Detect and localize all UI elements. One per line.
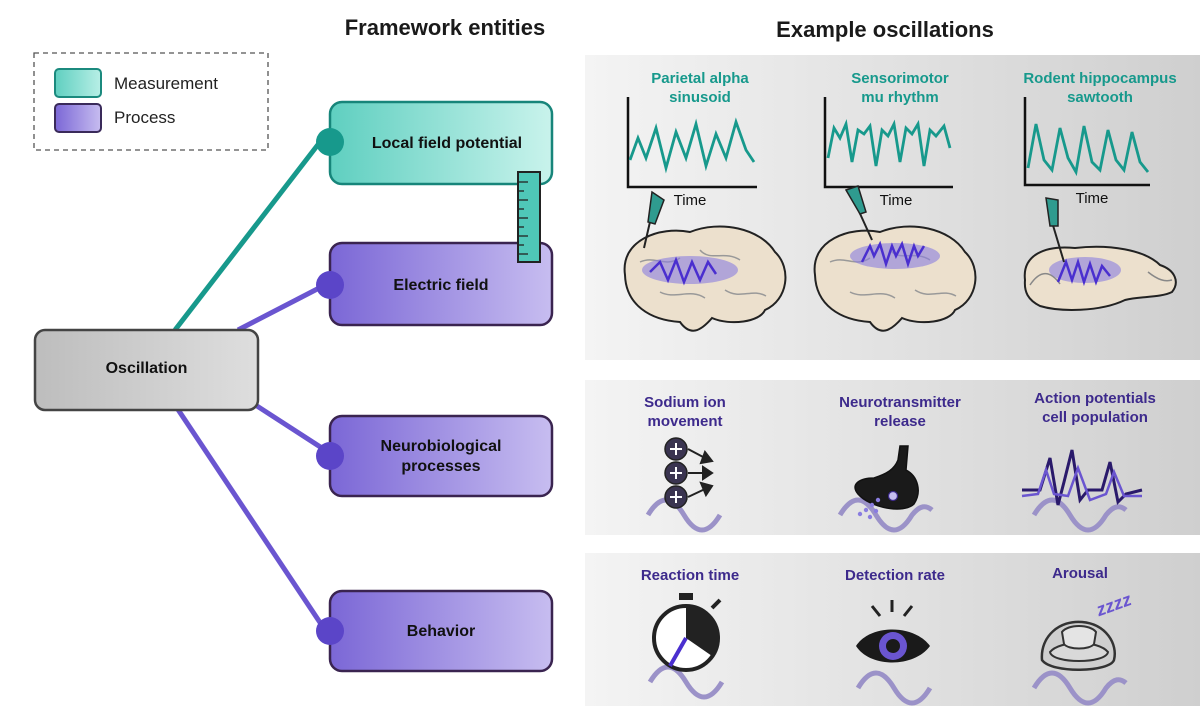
- behavior-node-dot: [316, 617, 344, 645]
- process-title-2-line1: Neurotransmitter: [839, 394, 961, 411]
- example-oscillations-heading: Example oscillations: [776, 17, 994, 42]
- process-title-1: Sodium ion movement: [610, 394, 760, 432]
- process-title-2-line2: release: [874, 412, 926, 430]
- trace-plot-3: [1023, 97, 1150, 187]
- neuro-label-line2: processes: [401, 458, 481, 475]
- example-title-1: Parietal alpha sinusoid: [615, 70, 785, 108]
- synapse-icon: [837, 445, 934, 533]
- brain-2-icon: [813, 185, 977, 332]
- rodent-brain-icon: [1023, 197, 1177, 311]
- brain-1-icon: [623, 190, 787, 332]
- example-title-3: Rodent hippocampus sawtooth: [1005, 70, 1195, 108]
- legend-measurement-label: Measurement: [114, 74, 218, 93]
- behavior-title-1: Reaction time: [640, 567, 740, 584]
- legend-measurement-swatch: [54, 68, 102, 98]
- legend-process-swatch: [54, 103, 102, 133]
- example-title-2-line2: mu rhythm: [861, 88, 939, 106]
- neuro-node-dot: [316, 442, 344, 470]
- behavior-label: Behavior: [406, 623, 476, 640]
- time-axis-label-2: Time: [879, 192, 913, 209]
- process-title-1-line1: Sodium ion: [644, 394, 726, 411]
- neuro-label-line1: Neurobiological: [380, 438, 502, 455]
- behavior-title-3: Arousal: [1052, 565, 1108, 582]
- connector-lfp: [173, 140, 322, 332]
- process-title-3: Action potentials cell population: [1010, 390, 1180, 428]
- process-title-2: Neurotransmitter release: [815, 394, 985, 432]
- oscillation-box: [33, 328, 260, 412]
- example-title-1-line2: sinusoid: [669, 88, 731, 106]
- behavior-title-2: Detection rate: [844, 567, 946, 584]
- process-title-3-line2: cell population: [1042, 408, 1148, 426]
- process-title-3-line1: Action potentials: [1034, 390, 1156, 407]
- trace-plot-1: [626, 97, 757, 189]
- example-title-3-line2: sawtooth: [1067, 88, 1133, 106]
- neuro-label: Neurobiological processes: [330, 437, 552, 477]
- time-axis-label-3: Time: [1075, 190, 1109, 207]
- process-title-1-line2: movement: [647, 412, 723, 430]
- trace-plot-2: [823, 97, 953, 189]
- example-title-3-line1: Rodent hippocampus: [1023, 70, 1177, 87]
- efield-node-dot: [316, 271, 344, 299]
- connector-efield: [236, 282, 327, 333]
- time-axis-label-1: Time: [673, 192, 707, 209]
- legend: [33, 52, 269, 151]
- example-title-2: Sensorimotor mu rhythm: [815, 70, 985, 108]
- framework-entities-heading: Framework entities: [344, 15, 546, 40]
- spikes-icon: [1021, 449, 1143, 533]
- eye-icon: [855, 600, 933, 706]
- connector-behavior: [172, 403, 328, 632]
- example-title-2-line1: Sensorimotor: [851, 70, 949, 87]
- stopwatch-icon: [647, 593, 725, 700]
- lfp-node-dot: [316, 128, 344, 156]
- oscillation-label: Oscillation: [105, 360, 188, 377]
- legend-process-label: Process: [114, 108, 176, 127]
- sodium-ions-icon: [645, 437, 723, 533]
- ruler-icon: [517, 171, 541, 263]
- efield-label: Electric field: [393, 277, 489, 294]
- example-title-1-line1: Parietal alpha: [651, 70, 749, 87]
- lfp-label: Local field potential: [371, 135, 523, 152]
